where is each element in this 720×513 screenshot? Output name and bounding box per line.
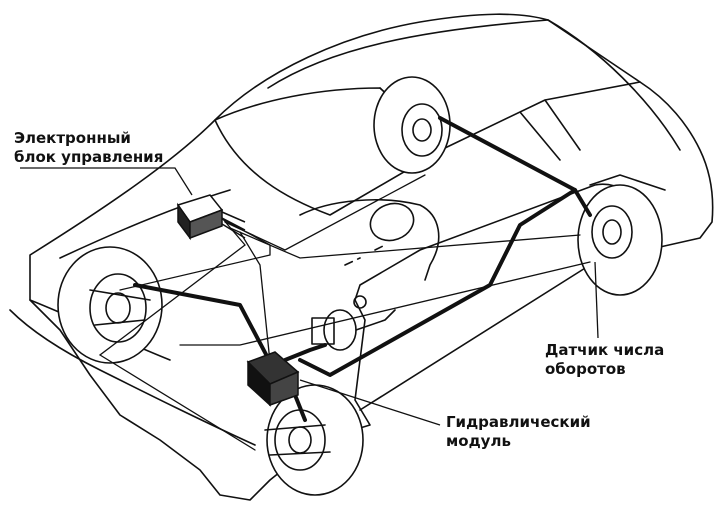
brake-line-rear bbox=[298, 188, 592, 377]
label-ecu: Электронный блок управления bbox=[14, 129, 163, 167]
roof-line bbox=[267, 19, 549, 89]
module-to-rear-wire bbox=[179, 261, 591, 346]
sensor-wire-3 bbox=[229, 227, 581, 259]
label-speed-sensor-line2: оборотов bbox=[545, 360, 626, 378]
wheel-rear-right bbox=[577, 184, 663, 296]
rear-window bbox=[547, 19, 681, 151]
sill-line bbox=[359, 264, 591, 411]
hood-line bbox=[59, 189, 231, 259]
brake-booster bbox=[311, 295, 396, 351]
leader-hydraulic-module bbox=[299, 379, 441, 426]
leader-speed-sensor bbox=[594, 261, 599, 339]
hydraulic-module-box bbox=[246, 351, 300, 407]
label-hydraulic-module-line1: Гидравлический bbox=[446, 413, 591, 431]
ecu-box bbox=[176, 194, 246, 241]
brake-line-front-left bbox=[133, 283, 272, 364]
steering-wheel bbox=[369, 202, 415, 242]
label-speed-sensor-line1: Датчик числа bbox=[545, 341, 665, 359]
side-windows bbox=[444, 81, 641, 161]
rear-door-line bbox=[589, 174, 666, 191]
label-speed-sensor: Датчик числа оборотов bbox=[545, 341, 664, 379]
label-ecu-line1: Электронный bbox=[14, 129, 131, 147]
dashboard bbox=[299, 199, 440, 281]
ecu-to-module-wire bbox=[239, 231, 271, 363]
brake-line-booster bbox=[283, 343, 327, 362]
label-hydraulic-module-line2: модуль bbox=[446, 432, 511, 450]
front-bumper bbox=[9, 309, 256, 446]
label-ecu-line2: блок управления bbox=[14, 148, 164, 166]
brake-line-rear-left bbox=[438, 116, 577, 192]
wheel-rear-left bbox=[373, 76, 451, 174]
sensor-wire-2 bbox=[224, 174, 426, 251]
label-hydraulic-module: Гидравлический модуль bbox=[446, 413, 591, 451]
leader-ecu bbox=[20, 167, 193, 196]
